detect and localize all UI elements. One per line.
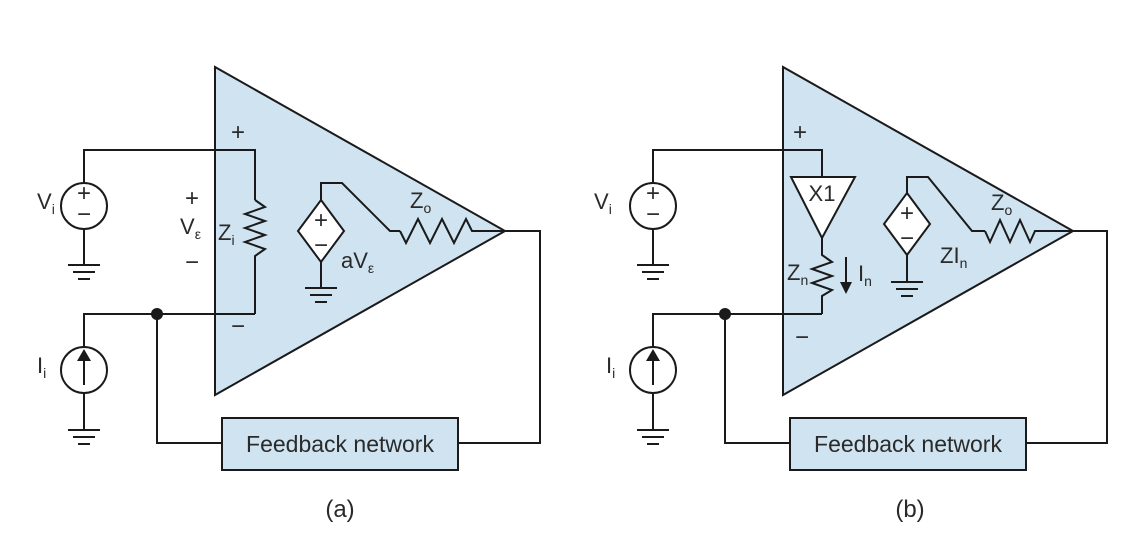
ii-to-minus-wire-b xyxy=(652,313,822,347)
opamp-triangle-a xyxy=(214,65,508,397)
vi-label-a: Vi xyxy=(37,189,55,217)
ground-icon xyxy=(68,264,100,280)
caption-b: (b) xyxy=(895,496,924,523)
arrow-down-icon xyxy=(840,282,852,294)
vi-to-plus-wire-a xyxy=(83,149,256,200)
gain-label-b: ZIn xyxy=(940,243,967,271)
zo-label-b: Zo xyxy=(991,190,1012,218)
ii-label-a: Ii xyxy=(37,353,46,381)
noninverting-input-sign-b: + xyxy=(793,119,807,146)
arrow-up-icon xyxy=(646,349,660,361)
ve-minus-sign-a: − xyxy=(185,249,199,276)
feedback-network-box-b xyxy=(789,417,1027,471)
ii-to-minus-wire-a xyxy=(83,313,255,347)
dep-source-output-wire-b xyxy=(906,176,985,232)
in-label-b: In xyxy=(858,261,872,289)
ground-icon xyxy=(68,429,100,445)
vi-to-plus-wire-b xyxy=(652,149,823,183)
caption-a: (a) xyxy=(325,496,354,523)
inverting-input-sign-b: − xyxy=(795,324,809,351)
vi-label-b: Vi xyxy=(594,189,612,217)
ground-icon xyxy=(891,281,923,297)
noninverting-input-sign-a: + xyxy=(231,119,245,146)
dep-source-minus-a: − xyxy=(314,232,328,259)
dep-source-output-wire-a xyxy=(320,182,400,232)
arrow-up-icon xyxy=(77,349,91,361)
feedback-return-wire-a xyxy=(156,314,222,444)
gain-label-a: aVε xyxy=(341,248,374,276)
unity-buffer-x1-b xyxy=(789,176,857,241)
output-feedback-wire-a xyxy=(458,230,541,444)
vi-source-minus-a: − xyxy=(77,201,91,228)
zo-label-a: Zo xyxy=(410,188,431,216)
zi-label-a: Zi xyxy=(218,220,235,248)
inverting-input-sign-a: − xyxy=(231,313,245,340)
figure-b: + − Vi X1 Zn In + − + − ZIn Zo xyxy=(594,65,1108,523)
junction-node-a xyxy=(151,308,163,320)
vi-source-plus-b: + xyxy=(646,180,660,207)
feedback-network-label-a: Feedback network xyxy=(246,431,434,457)
feedback-network-label-b: Feedback network xyxy=(814,431,1002,457)
ground-icon xyxy=(305,287,337,303)
ve-plus-sign-a: + xyxy=(185,185,199,212)
dep-source-minus-b: − xyxy=(900,225,914,252)
opamp-triangle-b xyxy=(782,65,1076,397)
figure-a: + − Vi Zi + Vε − + − + − aVε Zo F xyxy=(37,65,541,523)
vi-source-plus-a: + xyxy=(77,180,91,207)
vi-source-minus-b: − xyxy=(646,201,660,228)
dep-source-plus-a: + xyxy=(314,207,328,234)
zo-resistor-b xyxy=(984,217,1073,245)
junction-node-b xyxy=(719,308,731,320)
zn-resistor-b xyxy=(808,238,836,314)
feedback-network-box-a xyxy=(221,417,459,471)
zi-resistor-a xyxy=(241,199,269,314)
ground-icon xyxy=(637,264,669,280)
feedback-return-wire-b xyxy=(724,314,790,444)
output-feedback-wire-b xyxy=(1026,230,1108,444)
dep-source-plus-b: + xyxy=(900,200,914,227)
ground-icon xyxy=(637,429,669,445)
ve-label-a: Vε xyxy=(180,214,201,242)
ii-label-b: Ii xyxy=(606,353,615,381)
buffer-label-b: X1 xyxy=(809,181,836,206)
zo-resistor-a xyxy=(399,216,505,246)
zn-label-b: Zn xyxy=(787,260,808,288)
